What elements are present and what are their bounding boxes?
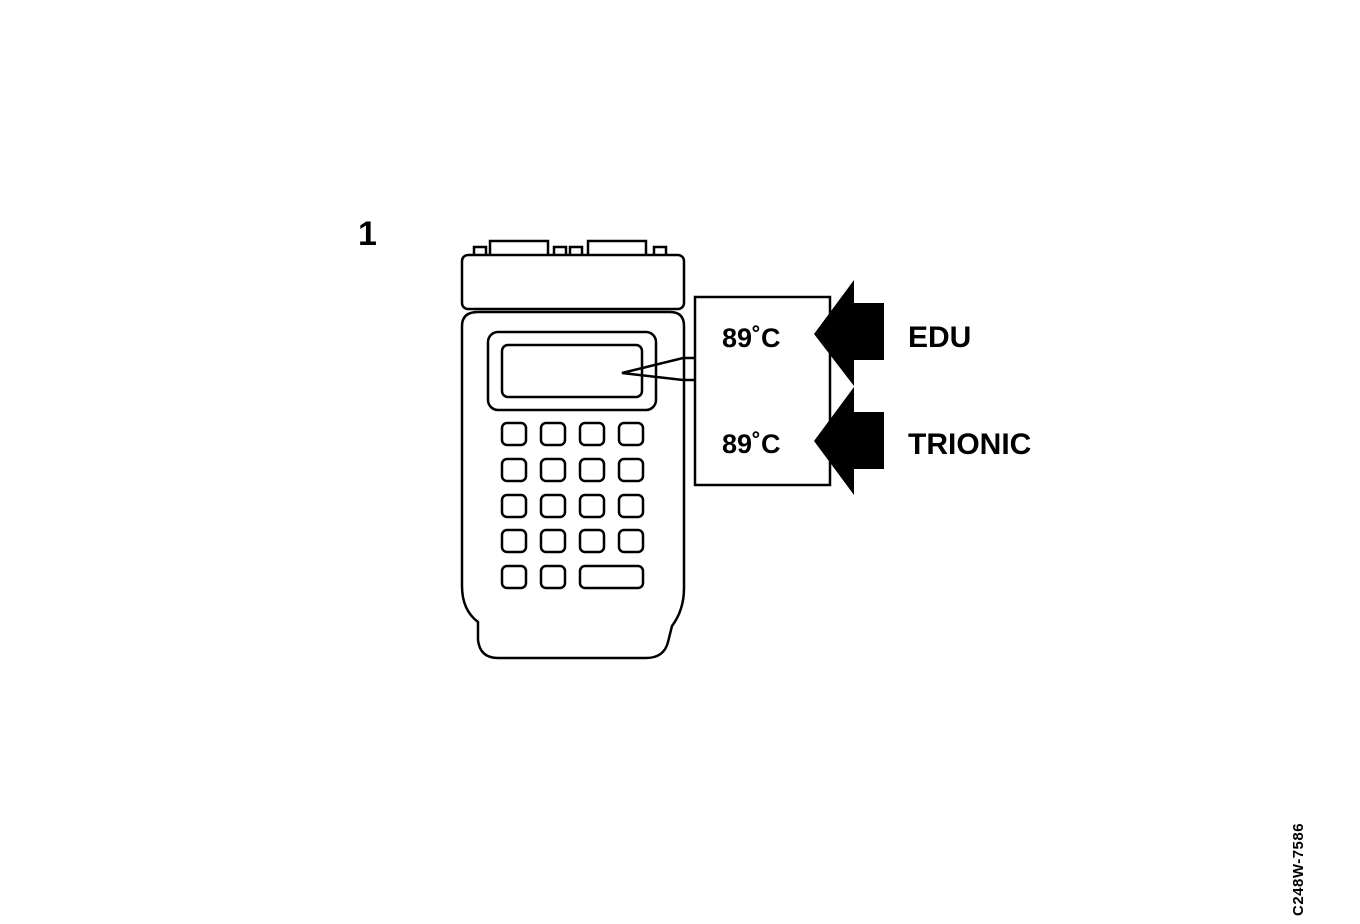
label-trionic: TRIONIC	[908, 428, 1031, 461]
cartridge-head	[460, 253, 686, 311]
keypad	[500, 421, 645, 590]
figure-reference-code: C248W-7586	[1290, 822, 1307, 916]
label-edu: EDU	[908, 321, 971, 354]
handheld-diagnostic-tester-icon	[460, 239, 686, 660]
readout-edu-value: 89˚C	[722, 323, 781, 353]
tester-screen	[500, 343, 644, 399]
readout-trionic-value: 89˚C	[722, 429, 781, 459]
step-number: 1	[358, 215, 377, 253]
filled-arrow-left-icon	[814, 387, 884, 495]
callout-leader	[621, 356, 695, 382]
readout-box	[693, 295, 832, 487]
filled-arrow-left-icon	[814, 280, 884, 386]
